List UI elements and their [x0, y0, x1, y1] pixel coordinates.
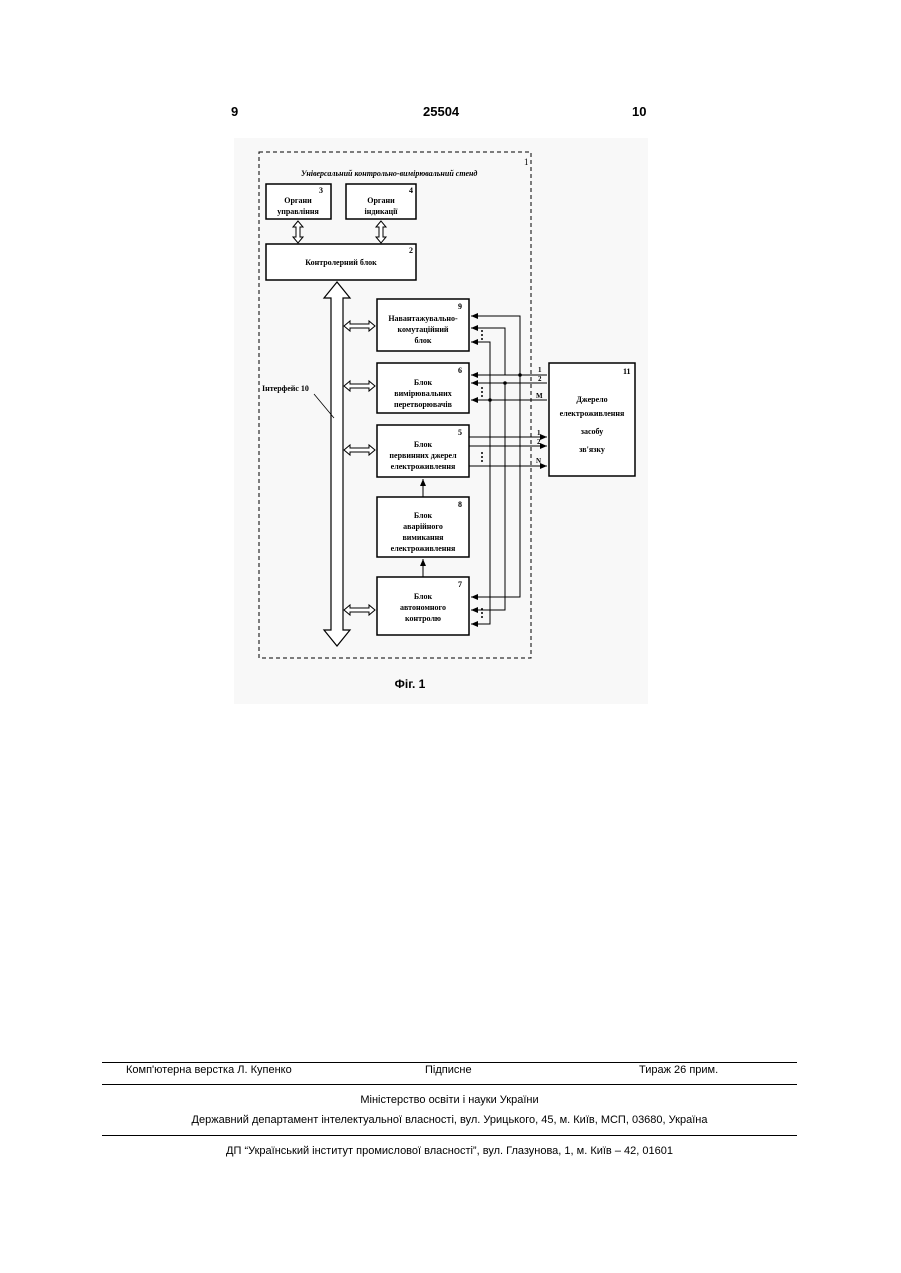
footer-rule-middle: [102, 1084, 797, 1085]
interface-label: Інтерфейс 10: [262, 384, 309, 393]
block-diagram: 1 Універсальний контрольно-вимірювальний…: [0, 0, 901, 720]
block-7-line1: Блок: [414, 592, 433, 601]
block-4-indication: 4 Органи індикації: [346, 184, 416, 219]
footer-circulation: Тираж 26 прим.: [639, 1064, 718, 1076]
block-3-number: 3: [319, 186, 323, 195]
block-5-number: 5: [458, 428, 462, 437]
block-6-line2: вимірювальних: [394, 389, 452, 398]
footer-institute: ДП “Український інститут промислової вла…: [102, 1145, 797, 1157]
interface-bus-arrow: [324, 282, 350, 646]
block-5-primary-sources: 5 Блок первинних джерел електроживлення: [377, 425, 469, 477]
block-2-line1: Контролерний блок: [305, 258, 377, 267]
bus-arrow-4-2: [376, 221, 386, 243]
block-7-line2: автономного: [400, 603, 446, 612]
block-6-measuring: 6 Блок вимірювальних перетворювачів: [377, 363, 469, 413]
footer-signed: Підписне: [425, 1064, 472, 1076]
block-5-line3: електроживлення: [391, 462, 456, 471]
block-8-emergency-shutdown: 8 Блок аварійного вимикання електроживле…: [377, 497, 469, 557]
line-label-aM: M: [536, 392, 543, 400]
footer-layout-credit: Комп'ютерна верстка Л. Купенко: [126, 1064, 292, 1076]
block-3-controls: 3 Органи управління: [266, 184, 331, 219]
block-9-line2: комутаційний: [397, 325, 448, 334]
stand-title: Універсальний контрольно-вимірювальний с…: [301, 169, 477, 178]
block-9-line3: блок: [415, 336, 432, 345]
block-8-line3: вимикання: [402, 533, 444, 542]
block-11-line1: Джерело: [576, 395, 607, 404]
block-8-line2: аварійного: [403, 522, 443, 531]
signal-wiring: [469, 316, 547, 624]
line-label-b2: 2: [537, 438, 541, 446]
block-3-line2: управління: [277, 207, 319, 216]
block-11-line2: електроживлення: [560, 409, 625, 418]
block-11-power-source: 11 Джерело електроживлення засобу зв'язк…: [549, 363, 635, 476]
footer-rule-bottom: [102, 1135, 797, 1136]
footer-rule-top: [102, 1062, 797, 1063]
bus-links: [344, 321, 375, 615]
block-6-line1: Блок: [414, 378, 433, 387]
block-5-line2: первинних джерел: [389, 451, 457, 460]
line-label-a2: 2: [538, 375, 542, 383]
block-4-line2: індикації: [364, 207, 398, 216]
block-4-number: 4: [409, 186, 413, 195]
block-7-line3: контролю: [405, 614, 441, 623]
block-11-line4: зв'язку: [579, 445, 605, 454]
block-8-line1: Блок: [414, 511, 433, 520]
block-9-load-switching: 9 Навантажувально- комутаційний блок: [377, 299, 469, 351]
block-2-controller: 2 Контролерний блок: [266, 244, 416, 280]
block-11-line3: засобу: [581, 427, 603, 436]
block-4-line1: Органи: [367, 196, 395, 205]
block-2-number: 2: [409, 246, 413, 255]
line-label-bN: N: [536, 457, 541, 465]
block-11-number: 11: [623, 367, 631, 376]
block-6-line3: перетворювачів: [394, 400, 453, 409]
ellipsis-marks: [481, 330, 483, 618]
block-3-line1: Органи: [284, 196, 312, 205]
block-5-line1: Блок: [414, 440, 433, 449]
block-6-number: 6: [458, 366, 462, 375]
footer-department: Державний департамент інтелектуальної вл…: [102, 1114, 797, 1126]
bus-arrow-3-2: [293, 221, 303, 243]
line-label-a1: 1: [538, 366, 542, 374]
figure-caption: Фіг. 1: [395, 677, 426, 691]
block-9-number: 9: [458, 302, 462, 311]
stand-number: 1: [524, 157, 529, 167]
block-7-number: 7: [458, 580, 462, 589]
block-9-line1: Навантажувально-: [388, 314, 458, 323]
footer-ministry: Міністерство освіти і науки України: [102, 1094, 797, 1106]
block-8-line4: електроживлення: [391, 544, 456, 553]
block-8-number: 8: [458, 500, 462, 509]
line-label-b1: 1: [537, 429, 541, 437]
block-7-autonomous-control: 7 Блок автономного контролю: [377, 577, 469, 635]
